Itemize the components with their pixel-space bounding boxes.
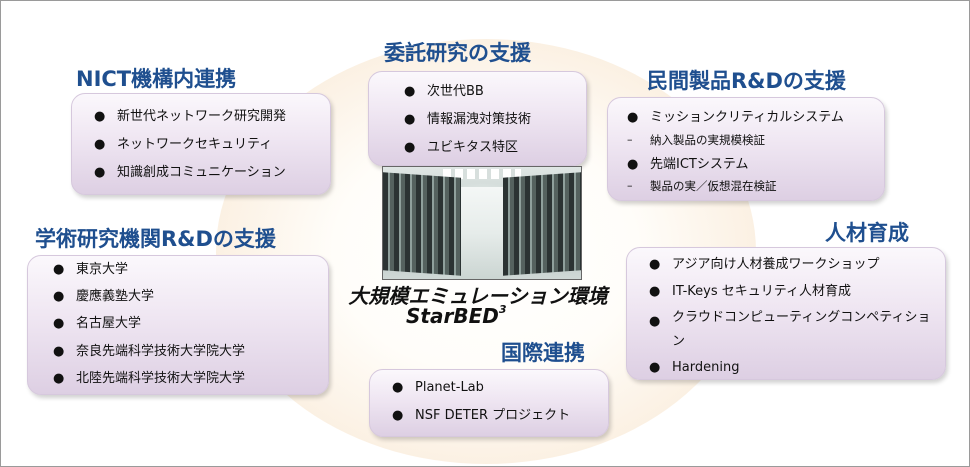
list-item: ●先端ICTシステム — [627, 157, 749, 172]
private-box: ●ミッションクリティカルシステム –納入製品の実規模検証 ●先端ICTシステム … — [607, 97, 885, 201]
server-room-photo — [382, 166, 582, 280]
list-sub-item: –製品の実／仮想混在検証 — [627, 179, 777, 193]
list-item: ●新世代ネットワーク研究開発 — [94, 109, 287, 124]
list-item: ●次世代BB — [404, 84, 484, 99]
hr-box: ●アジア向け人材養成ワークショップ ●IT-Keys セキュリティ人材育成 ●ク… — [626, 247, 946, 380]
list-item: ●東京大学 — [53, 262, 129, 277]
starbed-label: StarBED3 — [406, 303, 507, 328]
list-item: ●知識創成コミュニケーション — [94, 165, 286, 180]
list-item: ●アジア向け人材養成ワークショップ — [649, 257, 880, 272]
list-item: ●IT-Keys セキュリティ人材育成 — [649, 284, 851, 299]
private-title: 民間製品R&Dの支援 — [647, 69, 846, 93]
list-item: ●名古屋大学 — [53, 316, 142, 331]
nict-box: ●新世代ネットワーク研究開発 ●ネットワークセキュリティ ●知識創成コミュニケー… — [71, 93, 331, 195]
list-item: ●北陸先端科学技術大学院大学 — [53, 371, 246, 386]
list-item: ●Planet-Lab — [392, 380, 484, 395]
nict-title: NICT機構内連携 — [76, 67, 237, 91]
list-item: ●慶應義塾大学 — [53, 289, 155, 304]
list-sub-item: –納入製品の実規模検証 — [627, 133, 765, 147]
intl-box: ●Planet-Lab ●NSF DETER プロジェクト — [369, 369, 609, 437]
list-item: ●クラウドコンピューティングコンペティション — [649, 310, 931, 349]
contract-title: 委託研究の支援 — [384, 41, 531, 65]
list-item: ●ネットワークセキュリティ — [94, 137, 273, 152]
list-item: ●NSF DETER プロジェクト — [392, 408, 571, 423]
list-item: ●ユビキタス特区 — [404, 140, 519, 155]
center-title: 大規模エミュレーション環境 — [348, 284, 608, 308]
academic-title: 学術研究機関R&Dの支援 — [35, 227, 276, 251]
intl-title: 国際連携 — [501, 341, 585, 365]
list-item: ●情報漏洩対策技術 — [404, 112, 532, 127]
list-item: ●奈良先端科学技術大学院大学 — [53, 344, 246, 359]
hr-title: 人材育成 — [825, 221, 909, 245]
contract-box: ●次世代BB ●情報漏洩対策技術 ●ユビキタス特区 — [368, 71, 587, 166]
list-item: ●ミッションクリティカルシステム — [627, 110, 844, 125]
list-item: ●Hardening — [649, 360, 740, 375]
academic-box: ●東京大学 ●慶應義塾大学 ●名古屋大学 ●奈良先端科学技術大学院大学 ●北陸先… — [27, 255, 329, 395]
